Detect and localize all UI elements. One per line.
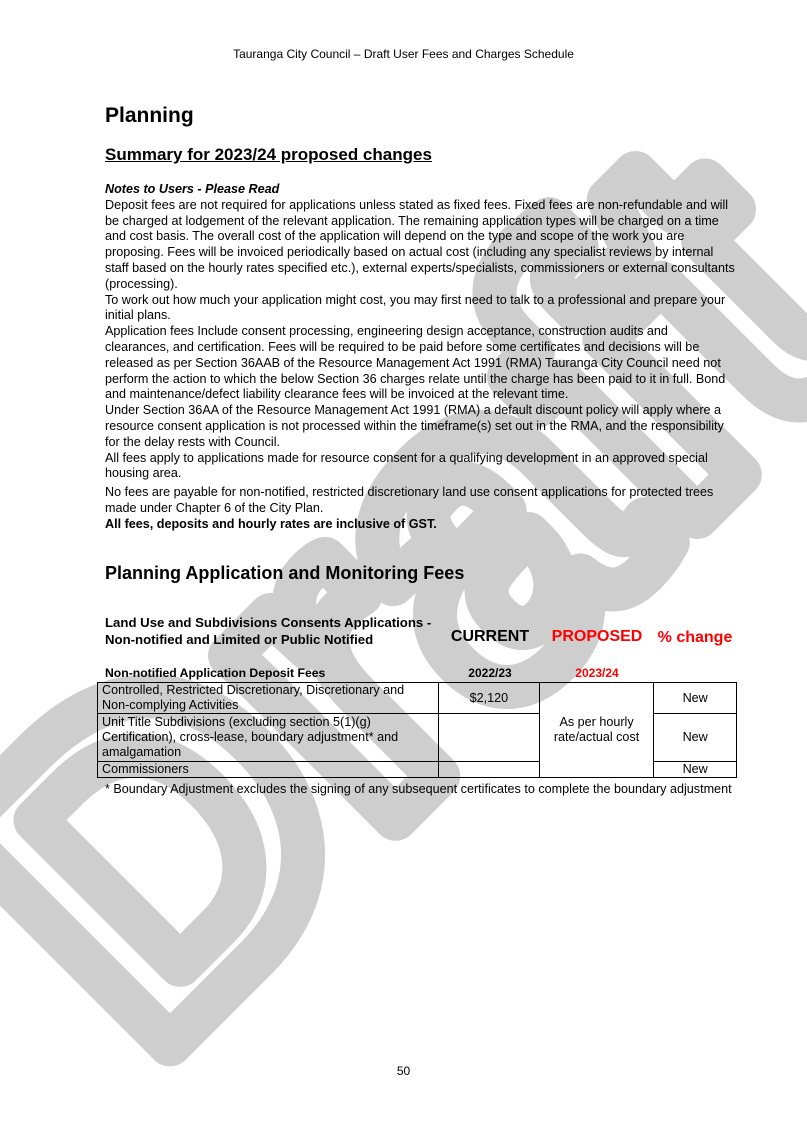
fees-heading: Planning Application and Monitoring Fees [105, 563, 465, 583]
row-current: $2,120 [438, 682, 540, 714]
column-change-header: % change [657, 629, 733, 646]
column-proposed-header: PROPOSED [551, 628, 643, 645]
page-title: Planning [105, 104, 194, 127]
table-footnote: * Boundary Adjustment excludes the signi… [105, 782, 732, 796]
year-current: 2022/23 [468, 666, 512, 680]
row-description: Unit Title Subdivisions (excluding secti… [96, 713, 440, 762]
row-current [438, 713, 540, 762]
notes-paragraph-deposit: Deposit fees are not required for applic… [105, 197, 735, 291]
row-change: New [653, 713, 737, 762]
notes-paragraph-discount: Under Section 36AA of the Resource Manag… [105, 403, 724, 449]
notes-paragraph-cost: To work out how much your application mi… [105, 292, 726, 323]
fees-table: Controlled, Restricted Discretionary, Di… [96, 682, 737, 778]
proposed-merged-cell: As per hourly rate/actual cost [538, 682, 655, 778]
notes-paragraph-application-fees: Application fees Include consent process… [105, 324, 726, 402]
notes-gst: All fees, deposits and hourly rates are … [105, 516, 437, 531]
summary-heading: Summary for 2023/24 proposed changes [105, 145, 432, 164]
notes-paragraph-protected-trees: No fees are payable for non-notified, re… [105, 485, 714, 515]
table-subheading: Non-notified Application Deposit Fees [105, 666, 326, 680]
row-description: Controlled, Restricted Discretionary, Di… [96, 682, 440, 714]
table-row: Unit Title Subdivisions (excluding secti… [96, 713, 737, 762]
row-change: New [653, 761, 737, 778]
year-proposed: 2023/24 [575, 666, 619, 680]
table-row: Commissioners New [96, 761, 737, 778]
table-row: Controlled, Restricted Discretionary, Di… [96, 682, 737, 778]
document-header: Tauranga City Council – Draft User Fees … [233, 47, 574, 61]
page-number: 50 [396, 1064, 411, 1078]
row-current [438, 761, 540, 778]
column-current-header: CURRENT [450, 628, 530, 645]
row-change: New [653, 682, 737, 714]
notes-to-users: Notes to Users - Please Read Deposit fee… [105, 182, 735, 533]
notes-title: Notes to Users - Please Read [105, 182, 280, 196]
table-section-heading: Land Use and Subdivisions Consents Appli… [105, 615, 432, 647]
notes-paragraph-special-housing: All fees apply to applications made for … [105, 450, 708, 481]
row-description: Commissioners [96, 761, 440, 778]
